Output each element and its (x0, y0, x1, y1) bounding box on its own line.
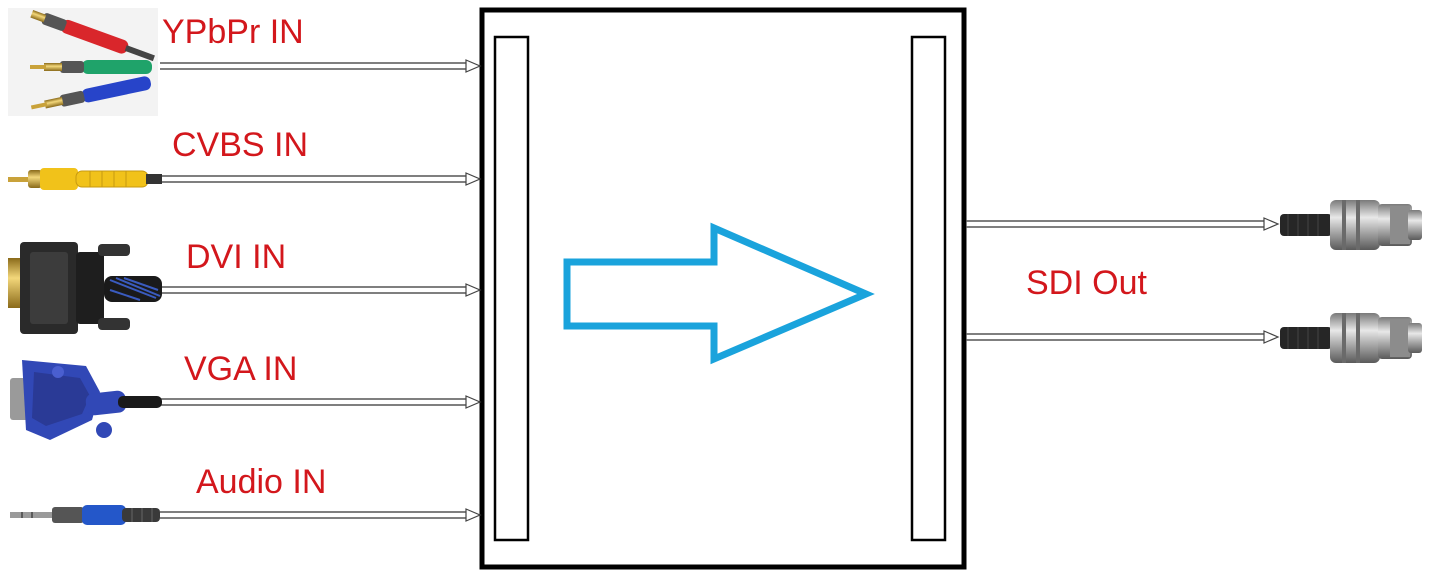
label-sdi-out: SDI Out (1026, 264, 1147, 302)
label-dvi-in: DVI IN (186, 238, 286, 276)
bnc-connector-icon (1280, 313, 1422, 363)
cable-ypbpr (160, 59, 482, 73)
cable-sdi-out-2 (966, 330, 1280, 344)
output-panel (910, 35, 947, 542)
cable-vga (160, 395, 482, 409)
component-rca-connector-icon (8, 8, 158, 116)
bnc-connector-icon (1280, 200, 1422, 250)
vga-connector-icon (10, 360, 162, 440)
label-ypbpr-in: YPbPr IN (162, 13, 304, 51)
dvi-connector-icon (8, 242, 162, 334)
output-cables (966, 217, 1280, 344)
audio-jack-connector-icon (10, 505, 160, 525)
cable-dvi (160, 283, 482, 297)
cable-audio (160, 508, 482, 522)
input-panel (493, 35, 530, 542)
label-audio-in: Audio IN (196, 463, 326, 501)
label-vga-in: VGA IN (184, 350, 297, 388)
cable-sdi-out-1 (966, 217, 1280, 231)
conversion-arrow-icon (563, 222, 875, 365)
label-cvbs-in: CVBS IN (172, 126, 308, 164)
cable-cvbs (160, 172, 482, 186)
input-cables (160, 59, 482, 522)
composite-rca-connector-icon (8, 168, 162, 190)
